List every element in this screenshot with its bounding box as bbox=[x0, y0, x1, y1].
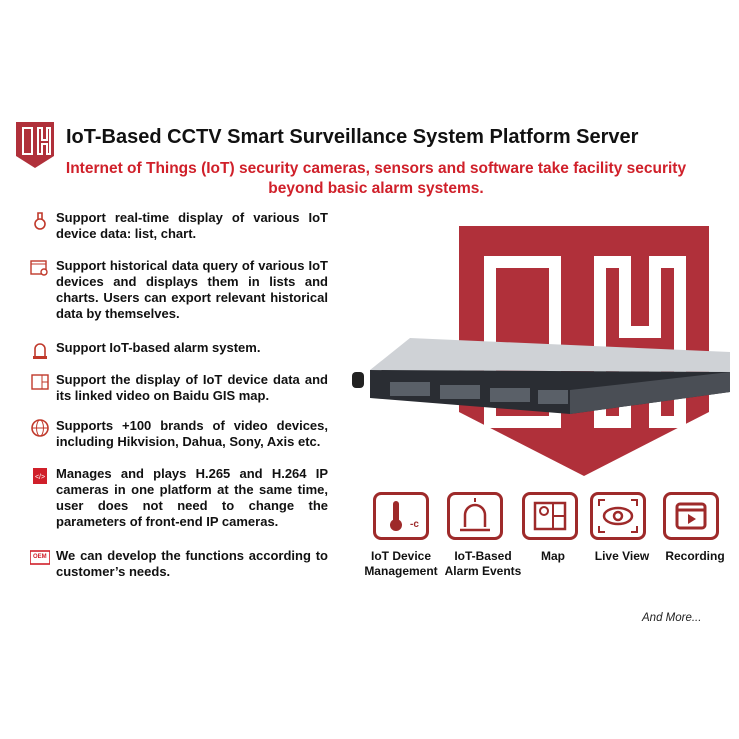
map-icon bbox=[31, 374, 49, 390]
eye-icon bbox=[598, 499, 638, 533]
module-alarm-events[interactable] bbox=[447, 492, 503, 540]
module-map[interactable] bbox=[522, 492, 578, 540]
thermometer-icon bbox=[34, 212, 46, 230]
svg-text:</>: </> bbox=[35, 474, 45, 481]
alarm-icon bbox=[460, 498, 490, 532]
map-icon bbox=[533, 501, 567, 531]
module-label: IoT Device Management bbox=[364, 549, 438, 578]
page-subtitle: Internet of Things (IoT) security camera… bbox=[65, 160, 687, 197]
module-iot-device-management[interactable]: -c bbox=[373, 492, 429, 540]
alarm-icon bbox=[33, 343, 47, 359]
module-label: IoT-Based Alarm Events bbox=[444, 549, 522, 578]
module-recording[interactable] bbox=[663, 492, 719, 540]
module-label: Map bbox=[541, 549, 565, 563]
search-window-icon bbox=[30, 260, 48, 276]
svg-text:-c: -c bbox=[410, 519, 419, 530]
code-icon: </> bbox=[33, 468, 47, 484]
and-more-text: And More... bbox=[642, 612, 702, 624]
oem-icon bbox=[30, 550, 50, 565]
clapperboard-icon bbox=[675, 502, 707, 530]
brand-logo bbox=[16, 122, 54, 168]
module-label: Live View bbox=[594, 549, 650, 563]
page-title: IoT-Based CCTV Smart Surveillance System… bbox=[66, 126, 639, 148]
thermometer-icon: -c bbox=[390, 501, 419, 531]
module-live-view[interactable] bbox=[590, 492, 646, 540]
oem-badge: OEM bbox=[33, 554, 47, 560]
server-image bbox=[352, 338, 730, 414]
globe-icon bbox=[31, 419, 49, 437]
module-label: Recording bbox=[665, 549, 725, 563]
